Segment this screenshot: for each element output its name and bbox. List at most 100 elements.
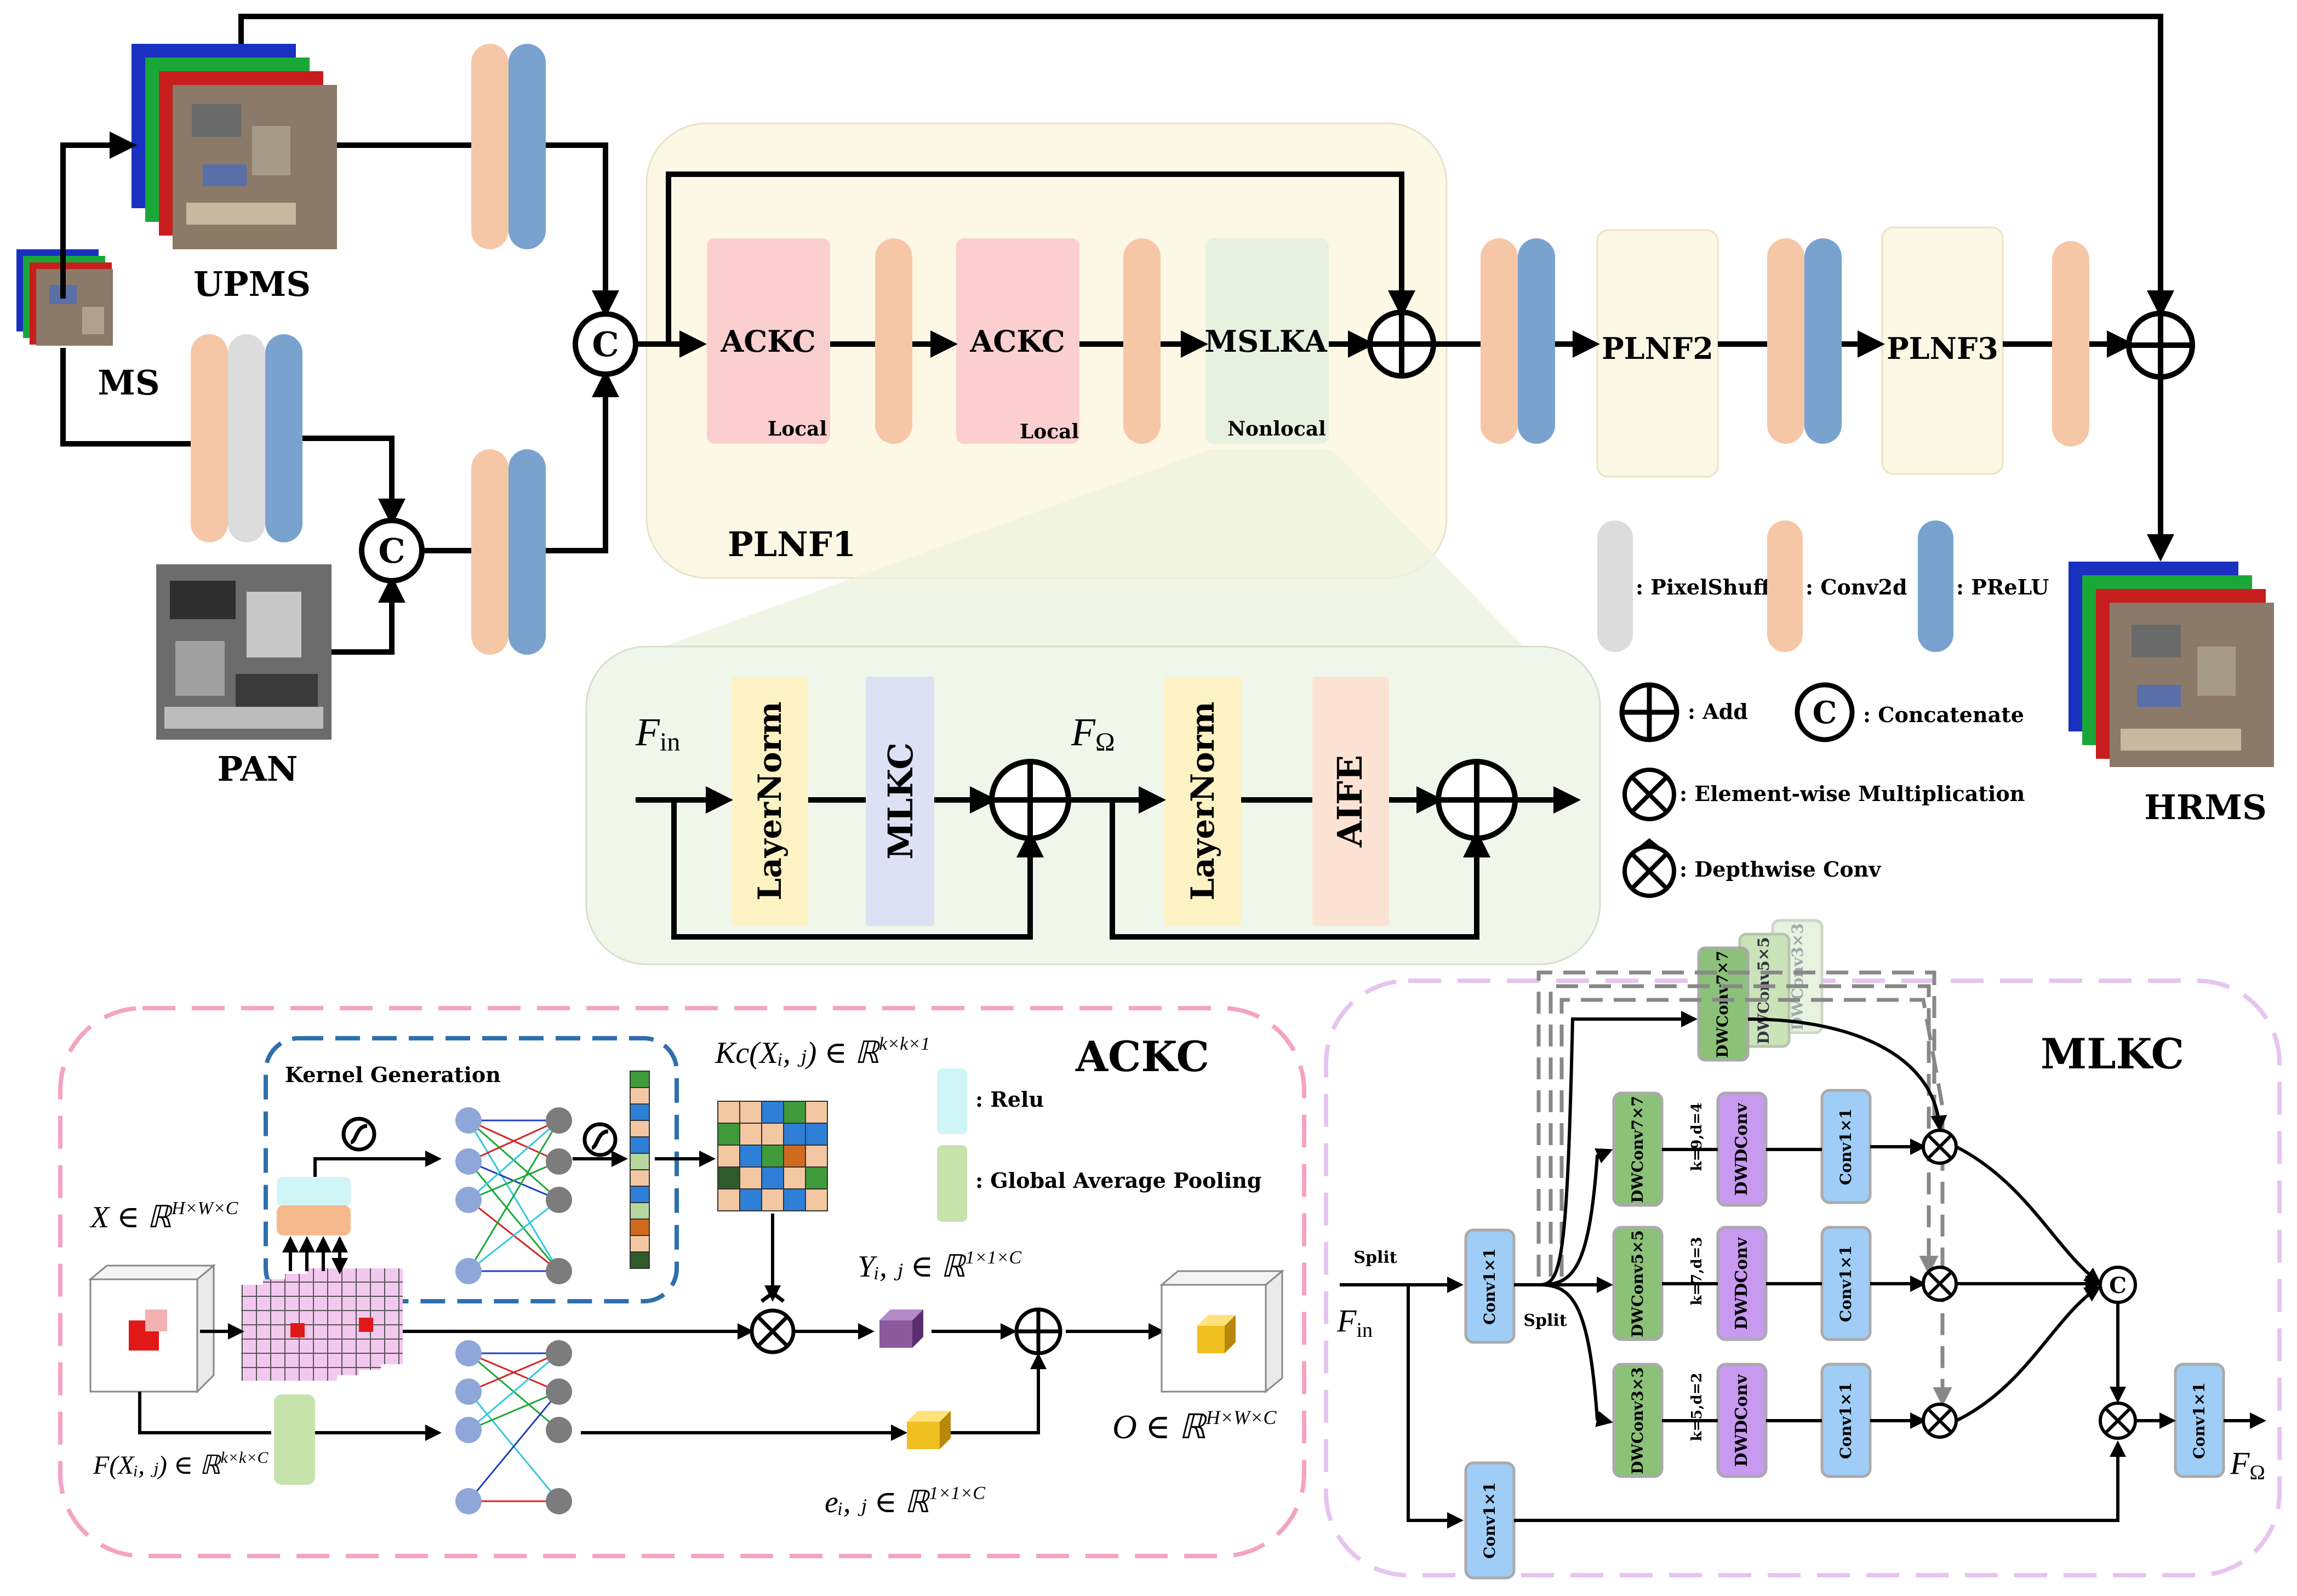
sigmoid-icon-2 xyxy=(582,1122,618,1157)
add-circle-final xyxy=(2126,311,2195,380)
input-cube-x xyxy=(88,1263,216,1394)
kernel-matrix xyxy=(717,1101,828,1211)
svg-text:C: C xyxy=(2109,1273,2127,1298)
mlkc-k9-label: k=9,d=4 xyxy=(1689,1103,1705,1171)
kernel-fc-network xyxy=(455,1107,572,1284)
legend-add-label: : Add xyxy=(1688,699,1748,724)
mlkc-dw55-label: DWConv5×5 xyxy=(1629,1230,1647,1337)
zoom-wedge xyxy=(663,449,1523,647)
mlkc-dw77-label: DWConv7×7 xyxy=(1629,1096,1647,1203)
svg-text:C: C xyxy=(1813,695,1837,731)
x-label: X ∈ ℝH×W×C xyxy=(89,1198,238,1234)
upms-conv-prelu xyxy=(471,44,546,249)
output-fc-network xyxy=(455,1340,572,1514)
pan-label: PAN xyxy=(218,749,298,789)
legend-conv2d-label: : Conv2d xyxy=(1805,575,1907,599)
upms-image xyxy=(132,44,337,249)
ackc-depthwise-op xyxy=(750,1290,796,1354)
svg-text:C: C xyxy=(378,531,405,571)
layernorm-2-label: LayerNorm xyxy=(1184,701,1221,900)
feature-grid-stack xyxy=(241,1268,403,1381)
mlkc-concat: C xyxy=(2099,1266,2137,1304)
mlkc-conv1x1-input-label: Conv1×1 xyxy=(1481,1248,1499,1325)
mlkc-k5-label: k=5,d=2 xyxy=(1689,1373,1705,1441)
ackc-block-1 xyxy=(707,238,830,444)
ackc-panel xyxy=(58,1006,1306,1558)
mlkc-multiply-final xyxy=(2099,1401,2137,1440)
mlkc-conv1x1-output-label: Conv1×1 xyxy=(2190,1382,2208,1459)
local-label-1: Local xyxy=(768,417,827,441)
layernorm-1 xyxy=(732,677,808,926)
gap-box-lower xyxy=(274,1394,315,1485)
legend-depthwise-icon xyxy=(1622,838,1676,898)
y-block xyxy=(879,1309,923,1348)
mlkc-dwd-2-label: DWDConv xyxy=(1732,1237,1751,1330)
e-label: eᵢ, ⱼ ∈ ℝ1×1×C xyxy=(825,1483,985,1519)
mslka-add-2 xyxy=(1436,759,1518,841)
hrms-image xyxy=(2069,562,2274,767)
aife-block xyxy=(1312,677,1389,926)
add-circle-plnf1 xyxy=(1367,310,1436,379)
mlkc-dwd-1-label: DWDConv xyxy=(1732,1102,1751,1195)
mlkc-dw33-label: DWConv3×3 xyxy=(1629,1367,1647,1474)
legend-multiply-label: : Element-wise Multiplication xyxy=(1679,781,2025,806)
kernel-generation-label: Kernel Generation xyxy=(285,1062,501,1087)
mlkc-multiply-2 xyxy=(1922,1266,1958,1302)
plnf1-conv-1 xyxy=(875,238,912,444)
mlkc-multiply-3 xyxy=(1922,1403,1958,1439)
plnf2-label: PLNF2 xyxy=(1602,331,1713,366)
output-cube-o xyxy=(1159,1269,1285,1394)
legend-conv2d-swatch xyxy=(1767,520,1803,652)
mlkc-fin-label: Fin xyxy=(1336,1303,1373,1342)
mlkc-dw55-ghost-label: DWConv5×5 xyxy=(1755,937,1773,1044)
mlkc-conv1x1-3-label: Conv1×1 xyxy=(1837,1382,1855,1459)
mlkc-dw77-top xyxy=(1697,946,1750,1062)
mlkc-split-label-1: Split xyxy=(1353,1248,1397,1267)
y-label: Yᵢ, ⱼ ∈ ℝ1×1×C xyxy=(858,1248,1021,1284)
pan-image xyxy=(156,564,332,740)
hrms-label: HRMS xyxy=(2144,787,2267,827)
f-label: F(Xᵢ, ⱼ) ∈ ℝk×k×C xyxy=(93,1449,269,1480)
mlkc-dw33-ghost-label: DWConv3×3 xyxy=(1789,923,1807,1031)
mlkc-dwd-3-label: DWDConv xyxy=(1732,1374,1751,1467)
mlkc-conv1x1-1-label: Conv1×1 xyxy=(1837,1108,1855,1185)
legend-concat-label: : Concatenate xyxy=(1863,702,2024,727)
legend-prelu-label: : PReLU xyxy=(1956,575,2049,599)
post-plnf2-conv-prelu xyxy=(1767,238,1842,444)
kernel-generation-box xyxy=(264,1036,679,1303)
mlkc-fomega-label: FΩ xyxy=(2230,1445,2265,1484)
ackc-title: ACKC xyxy=(1075,1032,1209,1081)
mlkc-block-label: MLKC xyxy=(881,742,921,860)
mslka-fomega-label: FΩ xyxy=(1071,710,1115,757)
mlkc-title: MLKC xyxy=(2041,1029,2184,1078)
mslka-fin-label: Fin xyxy=(635,710,680,757)
mslka-add-1 xyxy=(989,759,1071,841)
mslka-block-label: MSLKA xyxy=(1204,324,1327,359)
ackc-block-2-label: ACKC xyxy=(969,324,1065,359)
pan-conv-prelu xyxy=(471,449,546,655)
mlkc-block xyxy=(866,677,934,926)
post-plnf3-conv xyxy=(2052,241,2089,447)
post-plnf1-conv-prelu xyxy=(1481,238,1555,444)
mlkc-dw77-top-label: DWConv7×7 xyxy=(1713,951,1732,1058)
legend-add-icon xyxy=(1619,682,1679,742)
mlkc-multiply-1 xyxy=(1922,1129,1958,1165)
kg-relu-box xyxy=(277,1177,351,1207)
sigmoid-icon-1 xyxy=(341,1117,376,1152)
mlkc-k7-label: k=7,d=3 xyxy=(1689,1237,1705,1306)
mslka-block xyxy=(1205,238,1329,444)
ms-conv-shuffle-prelu xyxy=(191,334,302,542)
ackc-add-op xyxy=(1014,1307,1062,1355)
e-block xyxy=(907,1411,951,1449)
mlkc-split-label-2: Split xyxy=(1523,1311,1567,1330)
gap-swatch xyxy=(937,1145,967,1222)
nonlocal-label: Nonlocal xyxy=(1227,417,1326,441)
legend-pixelshuffle-swatch xyxy=(1597,520,1633,652)
kernel-vector xyxy=(630,1071,650,1269)
layernorm-1-label: LayerNorm xyxy=(751,701,788,900)
o-label: O ∈ ℝH×W×C xyxy=(1112,1406,1277,1446)
legend-prelu-swatch xyxy=(1918,520,1953,652)
mlkc-conv1x1-bypass-label: Conv1×1 xyxy=(1481,1482,1499,1559)
svg-text:C: C xyxy=(592,324,619,364)
ms-label: MS xyxy=(98,363,159,403)
